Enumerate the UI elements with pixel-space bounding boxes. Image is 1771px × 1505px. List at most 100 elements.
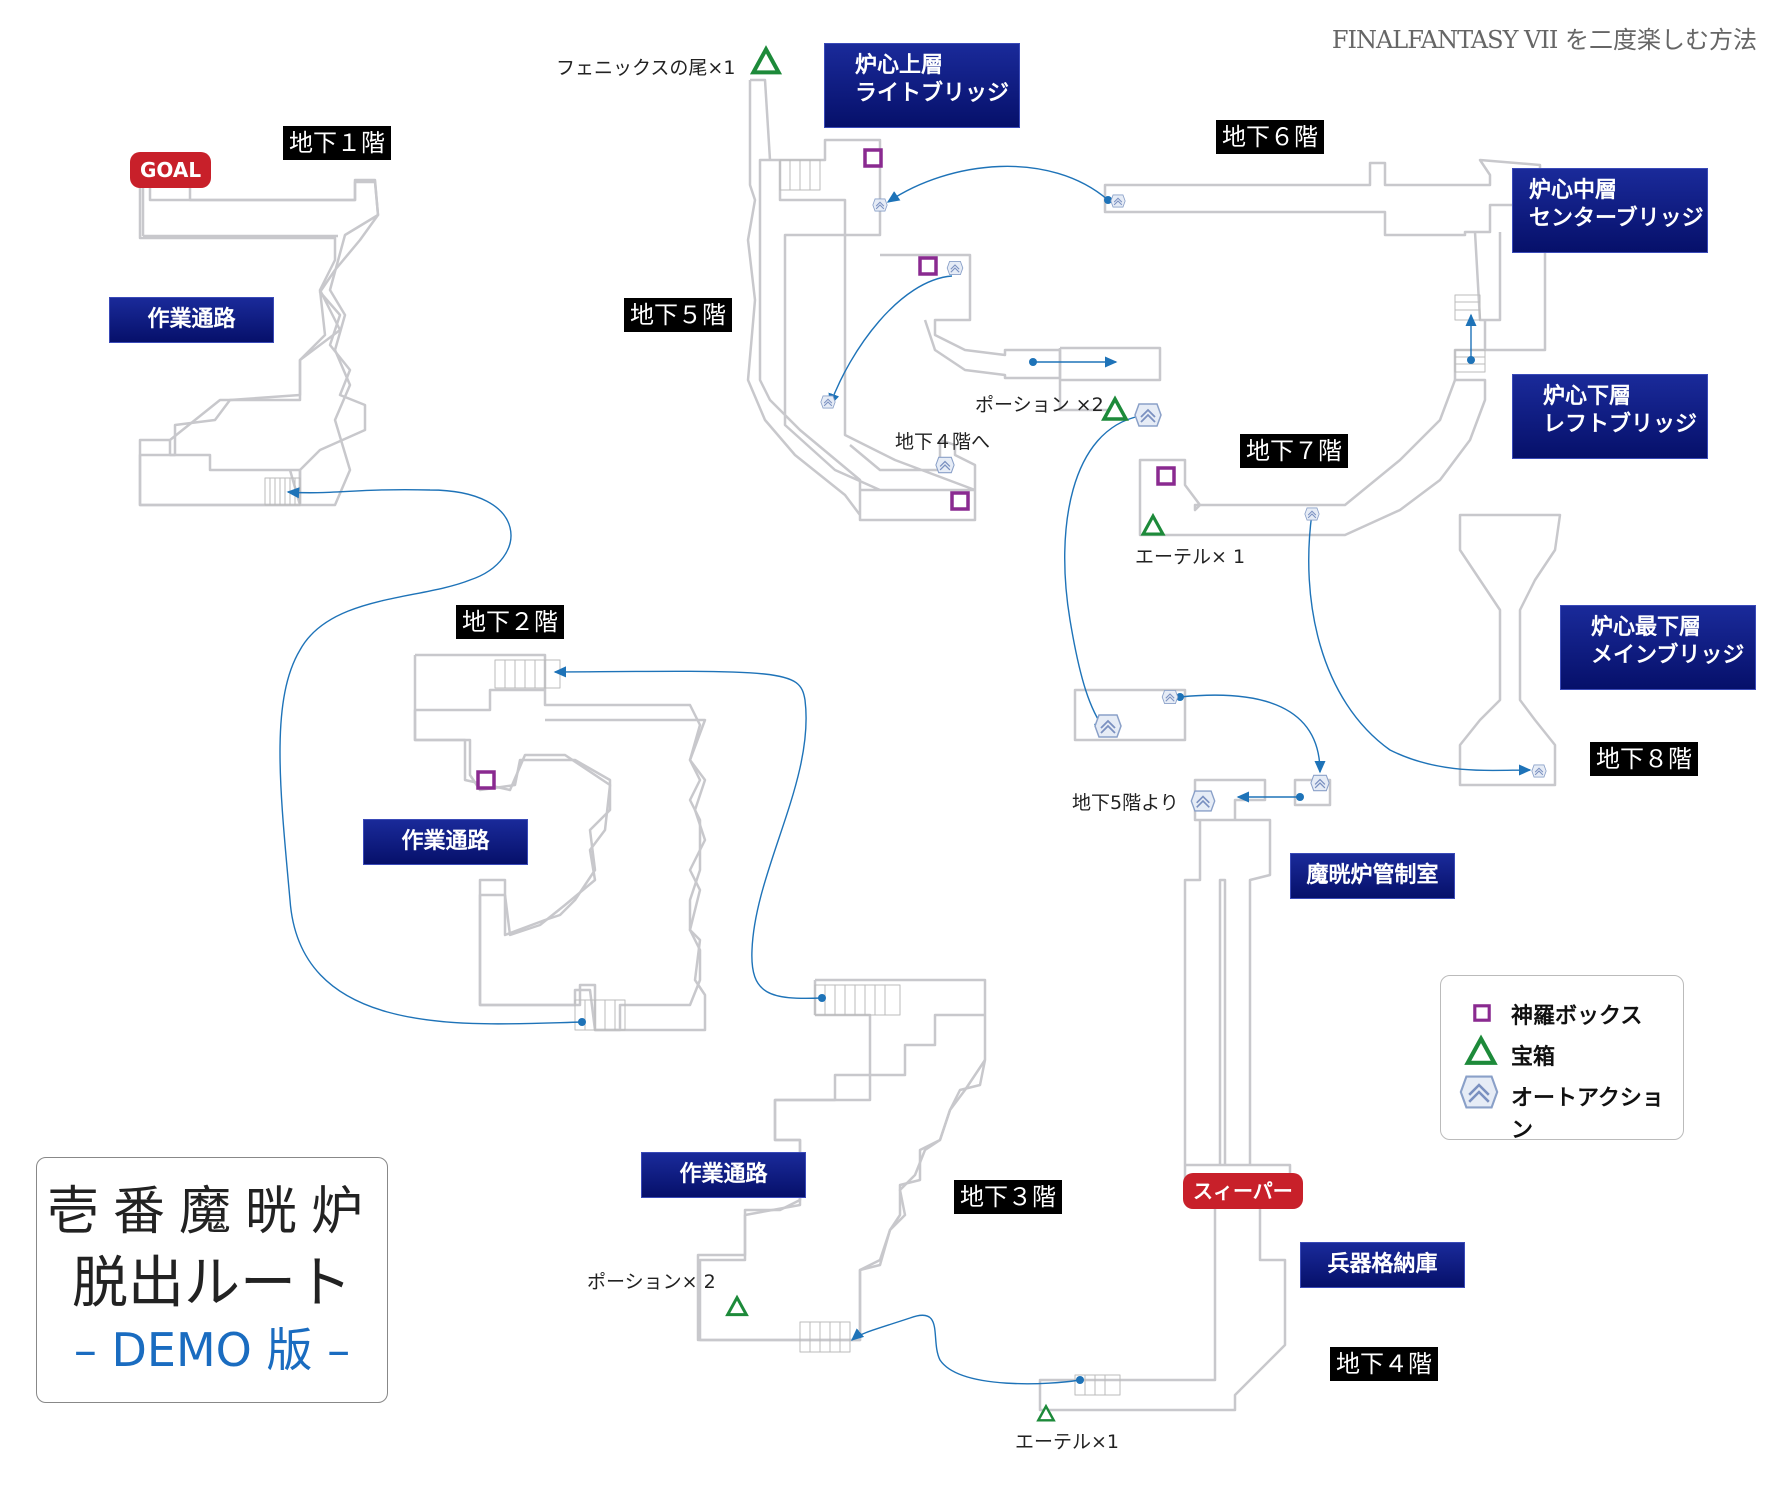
floor-b6-outline [1103,158,1557,322]
brand-logo: FINALFANTASY VII [1331,26,1559,54]
treasure-icon [1141,514,1165,536]
route-dot [1076,1376,1084,1384]
treasure-icon [726,1296,748,1317]
stairs-b2-top [494,659,561,689]
stairs-b6 [1454,294,1481,321]
floor-b5-outline-2 [880,253,1062,380]
route-dot [1296,793,1304,801]
stairs-b1 [264,477,301,506]
floor-b5-outline-3 [1058,346,1162,412]
stairs-b2-bottom [574,999,626,1031]
area-label-line: 炉心最下層 [1591,615,1702,640]
route-dot [1029,358,1037,366]
stairs-b3-top [814,984,901,1016]
map-title-box: 壱番魔晄炉 脱出ルート – DEMO 版 – [36,1157,388,1403]
route-dot [1467,356,1475,364]
map-legend: 神羅ボックス 宝箱 オートアクション [1440,975,1684,1143]
auto-action-icon [872,198,888,212]
map-title-demo: – DEMO 版 – [73,1323,351,1377]
area-label-weapon-storage: 兵器格納庫 [1300,1242,1465,1288]
site-header: FINALFANTASY VII を二度楽しむ方法 [1332,20,1757,55]
floor-b1-outline-2 [138,176,380,507]
area-label-line: レフトブリッジ [1543,412,1698,437]
shinra-box-icon [1156,466,1176,486]
route-dot [1104,196,1112,204]
item-label-potion-b3: ポーション× 2 [587,1271,716,1293]
route-b8-main [1308,512,1532,776]
area-label-work-b3: 作業通路 [641,1152,806,1198]
floor-b7-outline [1138,378,1487,537]
route-dot [578,1018,586,1026]
floor-label-b3: 地下３階 [954,1180,1062,1214]
area-label-work-b1: 作業通路 [109,297,274,343]
area-label-work-b2: 作業通路 [363,819,528,865]
auto-action-icon [1161,689,1179,705]
item-label-ether-b7: エーテル× 1 [1135,546,1246,568]
floor-b5-outline [746,78,977,522]
map-title-reactor: 壱番魔晄炉 [46,1182,377,1242]
route-b6-to-b5 [886,165,1109,203]
floor-b8-outline [1458,513,1562,787]
floor-b4-outline [1038,778,1292,1412]
floor-label-b7: 地下７階 [1240,434,1348,468]
route-b3-to-b2 [553,666,823,1000]
floor-label-b8: 地下８階 [1590,742,1698,776]
auto-action-icon [1134,403,1162,427]
map-title-escape-route: 脱出ルート [72,1251,352,1316]
goal-badge: GOAL [130,152,212,188]
area-label-line: ライトブリッジ [855,81,1010,106]
auto-action-icon [820,395,836,409]
area-label-center-bridge: 炉心中層 センターブリッジ [1512,168,1708,253]
stairs-b5 [779,159,821,191]
area-label-line: 炉心下層 [1543,384,1632,409]
area-label-line: 炉心中層 [1529,178,1618,203]
auto-action-icon [1310,774,1330,792]
auto-action-icon [1304,507,1320,521]
stairs-b3-bottom [799,1321,851,1353]
floor-outlines [138,78,1562,1412]
floor-label-b5: 地下５階 [624,298,732,332]
note-to-b4: 地下４階へ [895,431,991,453]
auto-action-icon [1110,194,1126,208]
legend-auto-action: オートアクション [1511,1086,1664,1143]
floor-b2-outline-2 [413,655,707,1032]
floor-b5-lower-outline [1073,688,1187,742]
legend-treasure: 宝箱 [1511,1045,1556,1070]
area-label-main-bridge: 炉心最下層 メインブリッジ [1560,605,1756,690]
route-b8-lower [1179,694,1326,774]
note-from-b5: 地下5階より [1072,792,1179,814]
area-label-line: メインブリッジ [1591,643,1745,668]
item-label-potion-b5: ポーション ×2 [975,394,1104,416]
route-lines [279,165,1532,1385]
floor-label-b6: 地下６階 [1216,120,1324,154]
floor-label-b4: 地下４階 [1330,1347,1438,1381]
route-b4-to-b3 [850,1314,1081,1385]
route-b5-to-b8 [1064,415,1141,732]
shinra-box-icon [476,770,496,790]
auto-action-icon [946,260,964,276]
area-label-upper-bridge: 炉心上層 ライトブリッジ [824,43,1020,128]
shinra-box-icon [918,256,938,276]
route-dots [578,196,1475,1384]
area-label-line: 炉心上層 [855,53,944,78]
stairs-b4 [1074,1374,1121,1396]
area-label-line: センターブリッジ [1529,206,1704,231]
sweeper-badge: スィーパー [1183,1173,1303,1209]
route-b5-inner [828,275,953,407]
auto-action-icon [1094,714,1122,738]
area-label-control-room: 魔晄炉管制室 [1290,853,1455,899]
route-dot [1176,693,1184,701]
shinra-box-icon [863,148,883,168]
item-label-ether-b4: エーテル×1 [1015,1431,1120,1453]
route-b2-to-b1 [279,487,583,1025]
treasure-icon [753,49,778,72]
auto-action-icon [935,456,955,474]
legend-shinra-box: 神羅ボックス [1511,1004,1643,1029]
route-dot [818,994,826,1002]
site-header-suffix: を二度楽しむ方法 [1565,26,1757,54]
auto-action-icon [1190,790,1216,812]
floor-label-b2: 地下２階 [456,605,564,639]
auto-action-icon [1531,764,1547,778]
area-label-left-bridge: 炉心下層 レフトブリッジ [1512,374,1708,459]
